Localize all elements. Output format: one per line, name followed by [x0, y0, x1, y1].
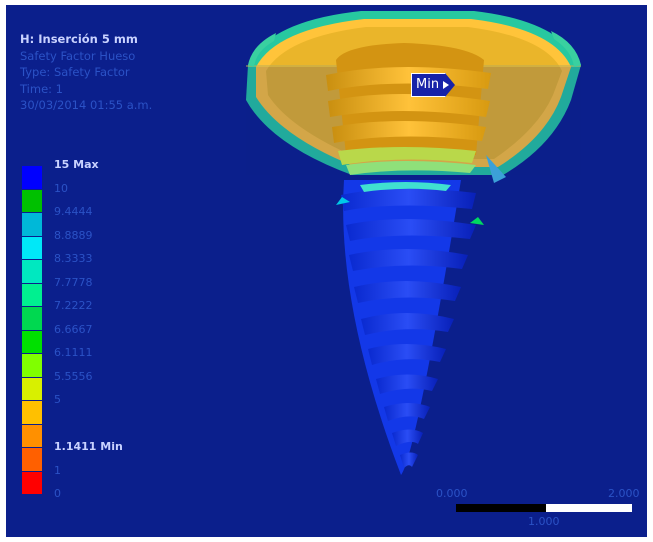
bone-block	[246, 11, 581, 192]
result-name: Safety Factor Hueso	[20, 48, 136, 63]
screw-body	[336, 180, 484, 475]
legend-color-band	[22, 259, 42, 283]
result-type: Type: Safety Factor	[20, 65, 130, 79]
result-info: H: Inserción 5 mm Safety Factor Hueso Ty…	[20, 31, 152, 114]
legend-label: 1	[54, 463, 61, 477]
legend-label: 1.1411 Min	[54, 440, 123, 453]
result-time: Time: 1	[20, 81, 63, 96]
legend-color-band	[22, 165, 42, 189]
scale-left-label: 0.000	[436, 487, 468, 500]
legend-label: 8.8889	[54, 228, 93, 242]
scale-bar-dark	[456, 504, 546, 512]
legend-label: 7.7778	[54, 275, 93, 289]
legend-color-band	[22, 282, 42, 306]
legend-color-band	[22, 423, 42, 447]
legend-label: 0	[54, 487, 61, 500]
legend-color-band	[22, 306, 42, 330]
legend-label: 8.3333	[54, 252, 93, 265]
scale-bar-light	[546, 504, 632, 512]
legend-color-band	[22, 329, 42, 353]
min-probe-text: Min	[416, 77, 440, 92]
legend-color-band	[22, 470, 42, 494]
legend-color-band	[22, 212, 42, 236]
legend-label: 10	[54, 181, 68, 195]
legend-color-band	[22, 376, 42, 400]
legend-label: 5.5556	[54, 369, 93, 383]
legend-color-band	[22, 447, 42, 471]
pointer-icon	[443, 81, 450, 89]
legend-color-band	[22, 400, 42, 424]
scale-mid-label: 1.000	[528, 515, 560, 528]
legend-color-band	[22, 235, 42, 259]
legend-color-band	[22, 188, 42, 212]
result-date: 30/03/2014 01:55 a.m.	[20, 98, 153, 112]
legend-label: 9.4444	[54, 205, 93, 218]
legend-label: 6.1111	[54, 346, 93, 359]
model-render	[246, 11, 581, 475]
legend-label: 6.6667	[54, 322, 93, 336]
legend-label: 15 Max	[54, 158, 99, 171]
analysis-title: H: Inserción 5 mm	[20, 32, 138, 46]
legend-label: 7.2222	[54, 299, 93, 312]
legend-label: 5	[54, 393, 61, 406]
model-viewport[interactable]: H: Inserción 5 mm Safety Factor Hueso Ty…	[6, 5, 647, 537]
scale-right-label: 2.000	[608, 487, 640, 500]
scale-ruler: 0.000 2.000 1.000	[436, 487, 640, 532]
min-probe-label[interactable]: Min	[411, 73, 456, 97]
legend-color-band	[22, 353, 42, 377]
